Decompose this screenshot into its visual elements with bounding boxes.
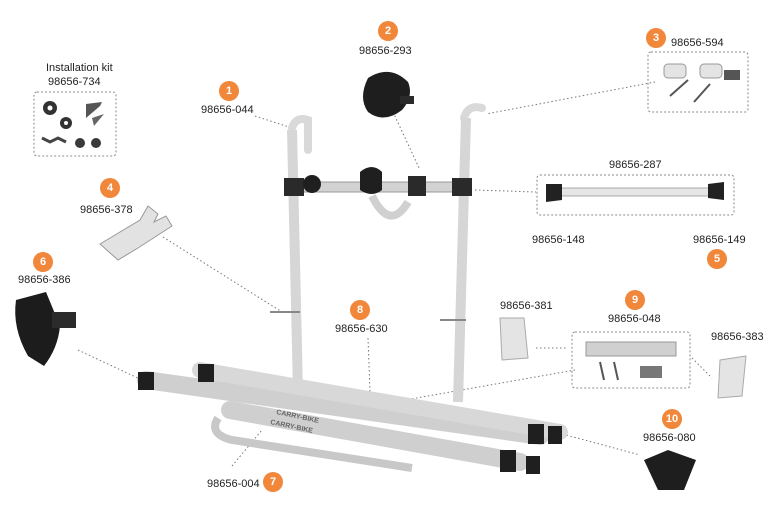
part-number-badge: 10	[662, 409, 682, 429]
installation-kit-parts	[41, 101, 104, 148]
strap-part	[15, 292, 76, 366]
part-number-badge: 2	[378, 21, 398, 41]
part-number-badge: 5	[707, 249, 727, 269]
part-code: 98656-630	[335, 323, 388, 335]
part-code: 98656-386	[18, 274, 71, 286]
right-block-code: 98656-383	[711, 331, 764, 343]
left-cap-code: 98656-148	[532, 234, 585, 246]
fork-clamp-part	[99, 205, 173, 261]
part-code: 98656-004	[207, 478, 260, 490]
part-number-badge: 6	[33, 252, 53, 272]
part-number-badge: 3	[646, 28, 666, 48]
leader-lines	[77, 81, 713, 467]
part-number-badge: 8	[350, 300, 370, 320]
installation-kit-title: Installation kit	[46, 62, 113, 74]
part-code: 98656-378	[80, 204, 133, 216]
part-code: 98656-149	[693, 234, 746, 246]
bike-rack-assembly	[137, 103, 568, 474]
clamp-set-part	[663, 63, 740, 103]
group-frames	[33, 51, 749, 389]
part-code: 98656-293	[359, 45, 412, 57]
knob-part	[363, 71, 414, 118]
part-number-badge: 9	[625, 290, 645, 310]
mounting-parts	[499, 317, 747, 399]
part-number-badge: 1	[219, 81, 239, 101]
left-block-code: 98656-381	[500, 300, 553, 312]
part-number-badge: 4	[100, 178, 120, 198]
part-number-badge: 7	[263, 472, 283, 492]
part-code: 98656-044	[201, 104, 254, 116]
part-code: 98656-594	[671, 37, 724, 49]
crossbar-code: 98656-287	[609, 159, 662, 171]
end-cap-part	[644, 450, 696, 490]
installation-kit-code: 98656-734	[48, 76, 101, 88]
part-code: 98656-080	[643, 432, 696, 444]
part-code: 98656-048	[608, 313, 661, 325]
crossbar-part	[546, 182, 724, 202]
